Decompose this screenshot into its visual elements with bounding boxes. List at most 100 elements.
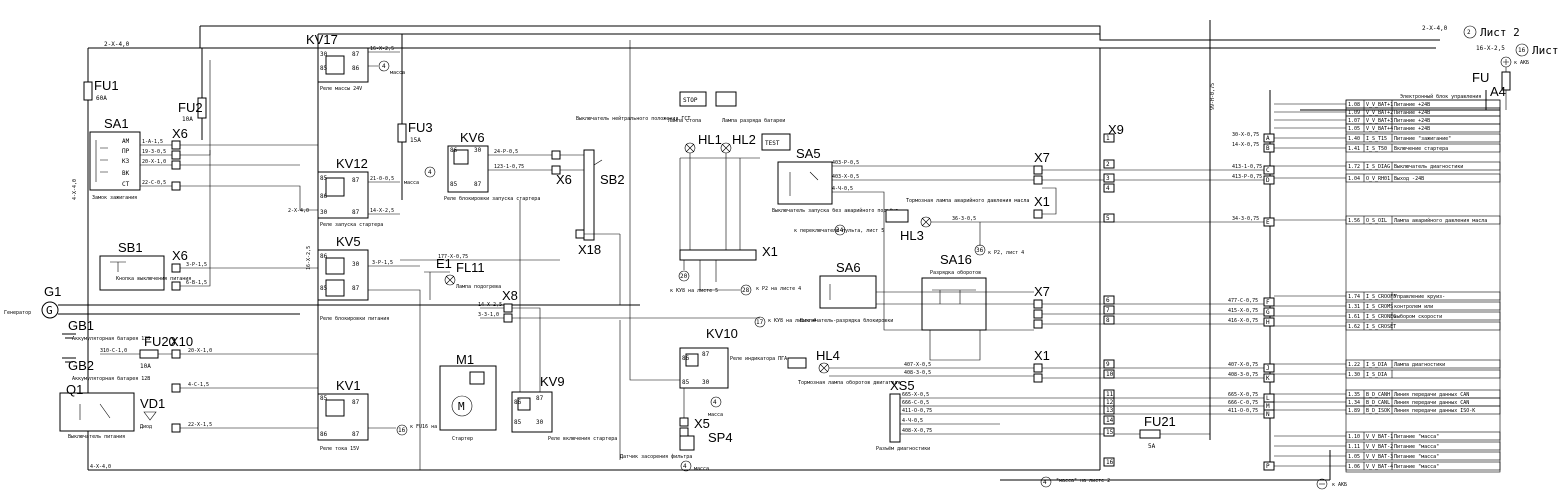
- wire-label: 24-Р-0,5: [494, 149, 518, 155]
- wire-label: 411-О-0,75: [902, 408, 932, 414]
- x9-pin: 5: [1103, 213, 1115, 223]
- connector-x8: X8 14-Х-2,5 3-3-1,0: [478, 288, 760, 400]
- ecu-desc: Лампа диагностики: [1394, 362, 1445, 368]
- ecu-signal: I_S_CROSET: [1366, 324, 1396, 330]
- fu3-label: FU3: [408, 120, 433, 135]
- ecu-pin: 1.09: [1348, 110, 1360, 116]
- wire-label: 123-1-0,75: [494, 164, 524, 170]
- ecu-pin: 1.11: [1348, 444, 1360, 450]
- switch-sa1: SA1 AM ПР КЗ ВК СТ Замок зажигания: [89, 116, 141, 201]
- power-rails: [87, 20, 1500, 481]
- a4-pin-label: L: [1266, 395, 1270, 402]
- svg-text:87: 87: [536, 395, 544, 402]
- hl2-label: HL2: [732, 132, 756, 147]
- x9-pin-label: 8: [1106, 317, 1110, 324]
- starter-m1: M1 M Стартер: [439, 352, 497, 442]
- a4-pin: Е: [1263, 217, 1275, 227]
- fu20-rating: 10А: [140, 363, 151, 370]
- wire-label: 2-Х-4,0: [104, 41, 130, 48]
- pin-label: СТ: [122, 181, 130, 188]
- a4-pin-label: М: [1266, 403, 1270, 410]
- x7-label: X7: [1034, 284, 1050, 299]
- a4-pin-label: К: [1266, 375, 1270, 382]
- switch-sb2: SB2 Выключатель нейтрального положения Г…: [576, 116, 690, 241]
- x9-pin-label: 15: [1106, 429, 1114, 436]
- button-sb1: SB1 Кнопка выключения питания: [99, 240, 191, 291]
- x9-pin: 15: [1103, 427, 1115, 437]
- ecu-signal: I_S_CROMS: [1366, 304, 1393, 310]
- lamp-hl4: HL4 Тормозная лампа оборотов двигателя 4…: [787, 348, 1034, 386]
- a4-pin: С: [1263, 165, 1275, 175]
- ref-num: 2: [1467, 29, 1471, 36]
- sensor-sp4: SP4 Датчик засорения фильтра 4 масса: [620, 430, 733, 472]
- svg-text:85: 85: [450, 181, 458, 188]
- x9-pin-label: 4: [1106, 185, 1110, 192]
- wire-label: 415-Х-0,75: [1228, 308, 1258, 314]
- wire-label: 16-Х-2,5: [370, 46, 394, 52]
- xs5-label: XS5: [890, 378, 915, 393]
- x9-pin-label: 16: [1106, 459, 1114, 466]
- connector-x6-left: X6: [171, 60, 330, 211]
- sp4-caption: Датчик засорения фильтра: [620, 454, 692, 460]
- x9-pin: 1: [1103, 133, 1115, 143]
- a4-pin-label: G: [1266, 309, 1270, 316]
- sheet-ref-3: 16-Х-2,5 16 Лист 3: [1476, 43, 1564, 57]
- wire-label: 4-Х-4,0: [90, 464, 111, 470]
- svg-text:86: 86: [450, 147, 458, 154]
- switch-sa16: SA16 Разрядка оборотов: [921, 252, 987, 361]
- a4-pin-label: J: [1266, 365, 1270, 372]
- kv12-caption: Реле запуска стартера: [320, 222, 383, 228]
- x9-pin: 3: [1103, 173, 1115, 183]
- svg-text:85: 85: [320, 285, 328, 292]
- fu3-rating: 15А: [410, 137, 421, 144]
- sp4-label: SP4: [708, 430, 733, 445]
- wire-label: 408-3-0,75: [1228, 372, 1258, 378]
- ecu-desc: Питание "масса": [1394, 454, 1439, 460]
- ecu-pin: 1.05: [1348, 454, 1360, 460]
- relay-kv5: KV5 86 30 85 87 Реле блокировки питания …: [317, 234, 421, 470]
- wire-label: 3-Р-1,5: [372, 260, 393, 266]
- ecu-pin: 1.06: [1348, 464, 1360, 470]
- q1-label: Q1: [66, 382, 83, 397]
- ecu-desc: Питание "масса": [1394, 434, 1439, 440]
- pin-label: ВК: [122, 170, 130, 177]
- gb1-label: GB1: [68, 318, 94, 333]
- kv5-label: KV5: [336, 234, 361, 249]
- vd1-label: VD1: [140, 396, 165, 411]
- ref-num: 4: [683, 463, 687, 470]
- x9-pin: 4: [1103, 183, 1115, 193]
- m1-label: M1: [456, 352, 474, 367]
- connector-xs5: XS5 665-Х-0,5 666-С-0,5 411-О-0,75 4-Ч-0…: [876, 378, 1266, 452]
- ref-text: к FU16 на листе 3: [410, 424, 461, 430]
- x9-pin-label: 2: [1106, 161, 1110, 168]
- x9-pin: 9: [1103, 359, 1115, 369]
- svg-text:85: 85: [320, 175, 328, 182]
- mass-note: масса: [390, 70, 405, 76]
- x1-label: X1: [1034, 348, 1050, 363]
- test-indicator: TEST: [761, 133, 791, 151]
- battery-gb1: GB1 Аккумуляторная батарея 12В: [62, 318, 150, 342]
- svg-text:M: M: [458, 400, 465, 413]
- sheet3-label: Лист 3: [1532, 44, 1564, 57]
- x9-pin: 2: [1103, 159, 1115, 169]
- svg-text:30: 30: [702, 379, 710, 386]
- x7-label: X7: [1034, 150, 1050, 165]
- connector-x1-mid: X1: [1033, 187, 1057, 219]
- ecu-pin: 1.08: [1348, 102, 1360, 108]
- wire-label: 20-Х-1,0: [188, 348, 212, 354]
- ecu-signal: O_S_OIL: [1366, 218, 1387, 224]
- sheet-ref-2: 2-Х-4,0 2 Лист 2: [1422, 25, 1520, 39]
- wire-label: 666-С-0,5: [902, 400, 929, 406]
- mass-sheet-text: "масса" на листе 2: [1056, 478, 1110, 484]
- ref-num: 20: [680, 273, 688, 280]
- ecu-desc: Питание +24В: [1394, 110, 1430, 116]
- hl3-label: HL3: [900, 228, 924, 243]
